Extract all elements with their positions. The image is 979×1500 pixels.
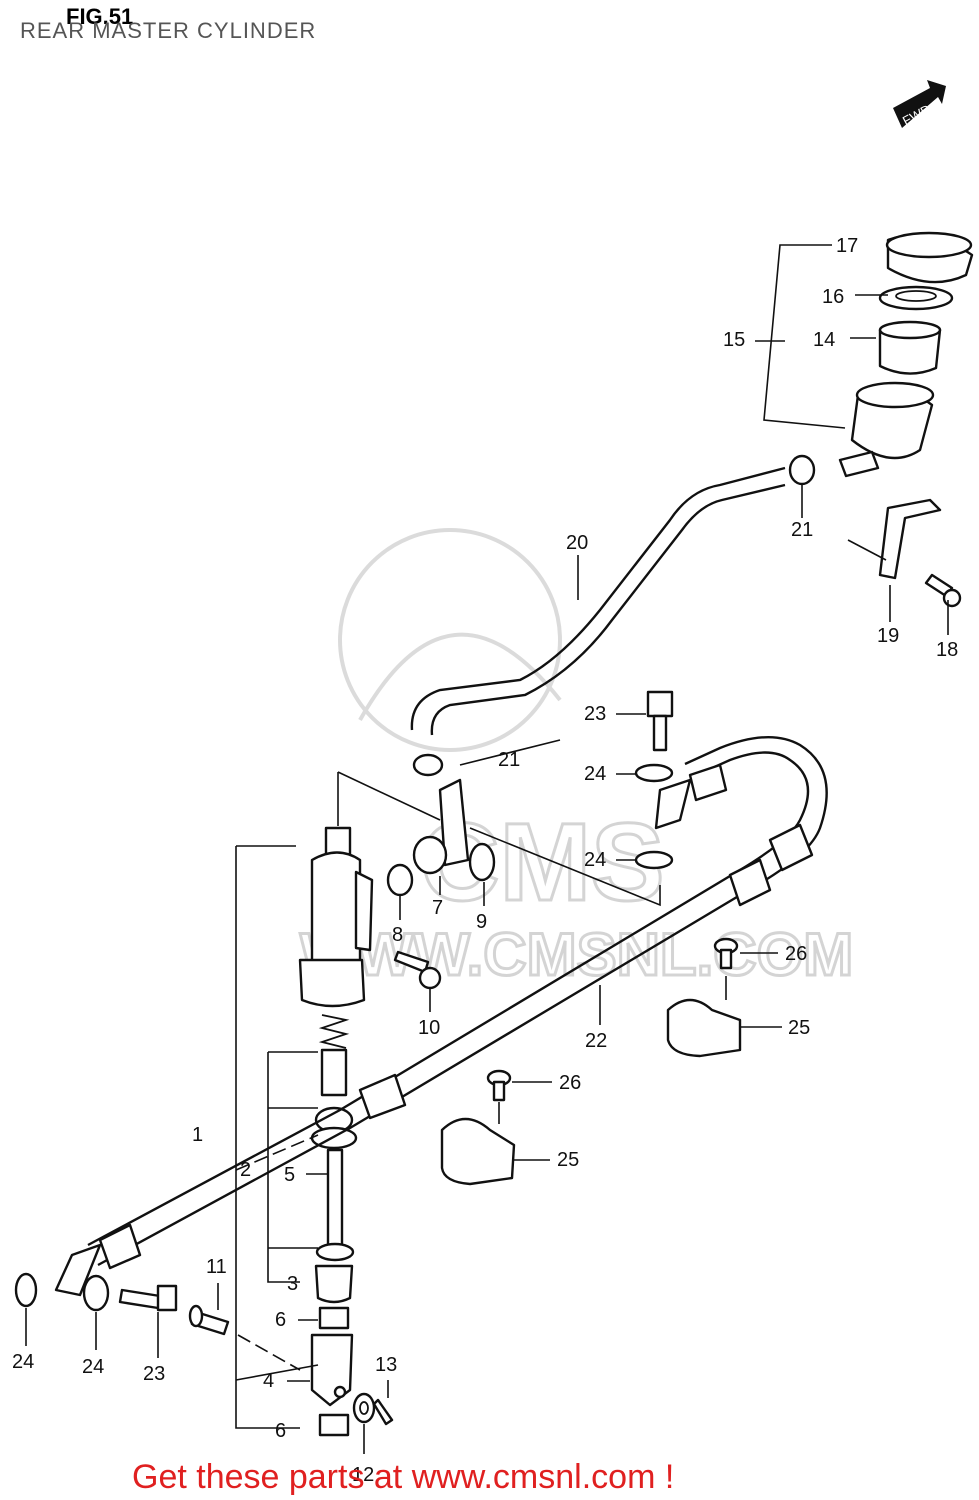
reservoir-tank — [838, 381, 935, 478]
reservoir-plate — [878, 285, 954, 311]
callout-label: 9 — [476, 911, 487, 933]
callout-label: 20 — [566, 532, 588, 554]
callout-label: 26 — [785, 943, 807, 965]
callout-labels: 17 16 15 14 21 20 19 18 23 24 21 24 7 9 … — [12, 235, 958, 1486]
piston — [310, 1048, 358, 1150]
callout-label: 24 — [584, 849, 606, 871]
union-bolt — [118, 690, 674, 1312]
callout-label: 10 — [418, 1017, 440, 1039]
bolt — [924, 573, 962, 608]
callout-label: 24 — [12, 1351, 34, 1373]
callout-label: 1 — [192, 1124, 203, 1146]
callout-label: 12 — [352, 1464, 374, 1486]
callout-label: 18 — [936, 639, 958, 661]
hose-clamp — [440, 998, 742, 1186]
callout-label: 4 — [263, 1370, 274, 1392]
hose-joint — [412, 778, 470, 875]
nut — [318, 1306, 350, 1437]
callout-label: 21 — [791, 519, 813, 541]
clevis-pin — [188, 1304, 230, 1336]
callout-label: 15 — [723, 329, 745, 351]
push-rod — [314, 1148, 355, 1304]
callout-label: 13 — [375, 1354, 397, 1376]
clevis — [310, 1333, 354, 1407]
callout-label: 22 — [585, 1030, 607, 1052]
bracket — [847, 498, 942, 580]
banjo-washer — [14, 763, 674, 1312]
callout-label: 26 — [559, 1072, 581, 1094]
callout-label: 24 — [584, 763, 606, 785]
callout-label: 23 — [143, 1363, 165, 1385]
callout-label: 7 — [432, 897, 443, 919]
watermark-url: WWW.CMSNL.COM — [300, 921, 853, 988]
watermark: CMS WWW.CMSNL.COM — [299, 528, 855, 990]
cotter-pin — [372, 1398, 394, 1426]
label-leaders — [25, 294, 949, 1454]
callout-label: 6 — [275, 1309, 286, 1331]
reservoir-hose — [410, 466, 786, 736]
joint-screw — [393, 950, 442, 990]
callout-label: 3 — [287, 1273, 298, 1295]
callout-label: 16 — [822, 286, 844, 308]
callout-label: 25 — [557, 1149, 579, 1171]
o-ring — [386, 863, 414, 897]
callout-label: 6 — [275, 1420, 286, 1442]
callout-label: 19 — [877, 625, 899, 647]
spring — [318, 1014, 350, 1049]
brake-hose — [54, 736, 828, 1297]
callout-label: 8 — [392, 924, 403, 946]
footer-banner[interactable]: Get these parts at www.cmsnl.com ! — [132, 1458, 674, 1496]
screw — [486, 937, 739, 1102]
callout-label: 2 — [240, 1159, 251, 1181]
callout-label: 5 — [284, 1164, 295, 1186]
reservoir-diaphragm — [878, 320, 942, 375]
callout-label: 21 — [498, 749, 520, 771]
master-cylinder-body — [298, 826, 374, 1008]
leader-14 — [763, 244, 846, 429]
callout-label: 24 — [82, 1356, 104, 1378]
fwd-arrow-icon: FWD — [893, 80, 946, 128]
washer — [352, 1392, 376, 1424]
figure-number: FIG.51 — [66, 4, 133, 29]
callout-label: 14 — [813, 329, 835, 351]
callout-label: 23 — [584, 703, 606, 725]
circlip — [468, 842, 496, 882]
reservoir-cap — [885, 231, 974, 284]
leader-lines — [235, 739, 661, 1429]
callout-label: 11 — [206, 1256, 227, 1278]
callout-label: 17 — [836, 235, 858, 257]
callout-label: 25 — [788, 1017, 810, 1039]
figure-title: REAR MASTER CYLINDER — [20, 18, 316, 43]
